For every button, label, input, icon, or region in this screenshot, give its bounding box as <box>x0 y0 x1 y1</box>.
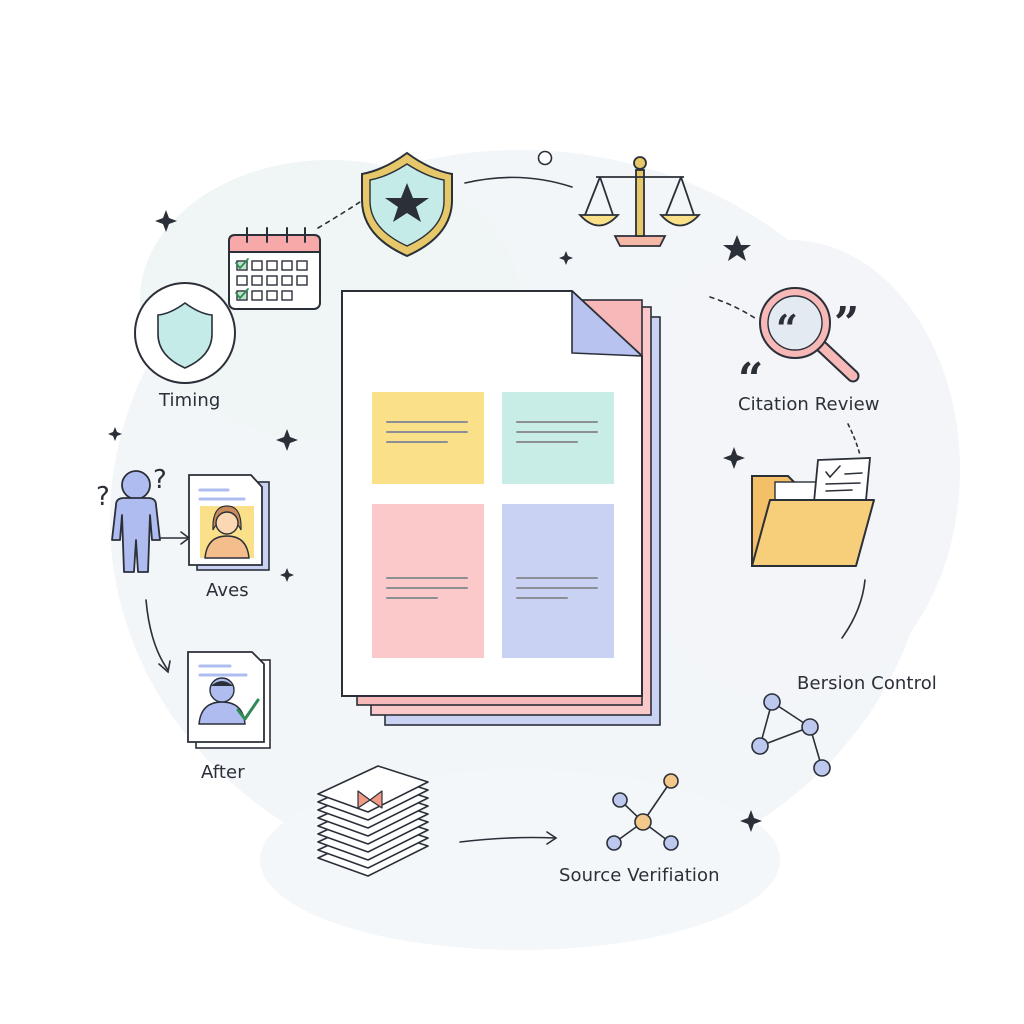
connector-citation-folder <box>847 423 861 456</box>
label-citation-review: Citation Review <box>738 394 880 415</box>
paper-stack-icon <box>317 765 429 877</box>
connector-folder-network <box>841 579 866 639</box>
calendar-icon <box>228 227 321 310</box>
confused-person-icon: ? ? <box>96 465 167 573</box>
connector-magnifier <box>709 296 759 321</box>
sparkle-3 <box>108 427 122 441</box>
connector-shield-scales <box>464 176 573 188</box>
connector-left-curve <box>145 599 169 671</box>
network-nodes-icon <box>751 693 831 777</box>
label-timing: Timing <box>159 390 221 411</box>
source-nodes-icon <box>606 773 679 851</box>
sparkle-5 <box>280 568 294 582</box>
connector-calendar-shield <box>317 201 361 229</box>
note-yellow <box>372 392 484 484</box>
svg-text:”: ” <box>834 298 859 349</box>
document-fold <box>571 290 643 357</box>
sparkle-1 <box>155 210 177 232</box>
sparkles <box>108 210 762 832</box>
profile-document-icon <box>188 474 270 571</box>
svg-text:“: “ <box>776 306 798 351</box>
svg-text:?: ? <box>153 465 167 495</box>
arrowhead-bottom <box>546 831 558 845</box>
shield-star-icon <box>361 151 453 258</box>
small-ring <box>537 150 553 166</box>
svg-text:?: ? <box>96 482 110 512</box>
star-solid <box>723 235 751 261</box>
scales-icon <box>577 156 702 247</box>
folder-icon <box>751 457 875 567</box>
label-bersion-control: Bersion Control <box>797 673 937 694</box>
sparkle-6 <box>723 447 745 469</box>
label-source-verification: Source Verifiation <box>559 865 720 886</box>
label-aves: Aves <box>206 580 249 601</box>
note-pink <box>372 504 484 658</box>
connector-bottom <box>459 836 556 843</box>
document-stack-icon <box>341 290 661 726</box>
arrowhead-left-curve <box>158 660 171 674</box>
note-lavender <box>502 504 614 658</box>
label-after: After <box>201 762 245 783</box>
magnifier-quote-icon: “ ” “ <box>738 287 860 405</box>
sparkle-7 <box>740 810 762 832</box>
shield-icon <box>134 282 236 384</box>
note-teal <box>502 392 614 484</box>
sparkle-4 <box>276 429 298 451</box>
sparkle-2 <box>559 251 573 265</box>
verified-profile-icon <box>187 651 271 749</box>
svg-text:“: “ <box>738 354 763 405</box>
